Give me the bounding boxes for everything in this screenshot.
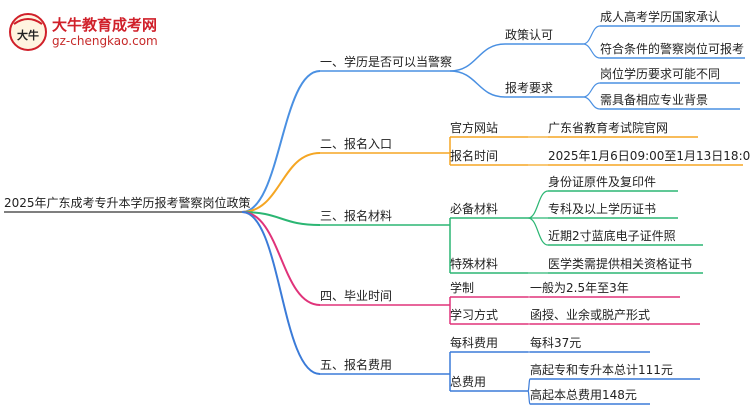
leaf-connector-1-2-1 xyxy=(582,82,601,98)
leaf-1-1-1: 成人高考学历国家承认 xyxy=(600,9,720,24)
subbranch-4-1: 学制 xyxy=(450,280,474,295)
brand-name: 大牛教育成考网 xyxy=(52,16,158,34)
branch-connector-4 xyxy=(241,211,321,306)
subbranch-2-2: 报名时间 xyxy=(450,148,498,163)
subbranch-5-1: 每科费用 xyxy=(450,335,498,350)
leaf-connector-3-1-3 xyxy=(527,217,549,246)
leaf-5-2-1: 高起专和专升本总计111元 xyxy=(530,362,673,377)
root-node: 2025年广东成考专升本学历报考警察岗位政策 xyxy=(4,195,251,210)
leaf-connector-1-2-2 xyxy=(582,96,601,110)
branch-connector-3 xyxy=(241,211,321,226)
leaf-3-1-2: 专科及以上学历证书 xyxy=(548,201,656,216)
branch-connector-2 xyxy=(241,152,321,213)
subbranch-4-2: 学习方式 xyxy=(450,307,498,322)
logo-mark-text: 大牛 xyxy=(17,28,39,42)
leaf-connector-5-2-2 xyxy=(527,390,531,405)
leaf-4-1-1: 一般为2.5年至3年 xyxy=(530,280,629,295)
branch-5: 五、报名费用 xyxy=(320,357,392,372)
leaf-5-1-1: 每科37元 xyxy=(530,335,581,350)
subbranch-1-1: 政策认可 xyxy=(505,28,553,42)
branch-1: 一、学历是否可以当警察 xyxy=(320,54,452,69)
subbranch-3-1: 必备材料 xyxy=(450,202,498,216)
site-logo: 大牛 大牛教育成考网 gz-chengkao.com xyxy=(8,12,178,52)
leaf-3-1-3: 近期2寸蓝底电子证件照 xyxy=(548,228,676,243)
subbranch-3-2: 特殊材料 xyxy=(450,256,498,271)
subbranch-1-2: 报考要求 xyxy=(505,80,553,95)
brand-url: gz-chengkao.com xyxy=(52,34,158,48)
branch-connector-1 xyxy=(241,70,321,213)
leaf-3-1-1: 身份证原件及复印件 xyxy=(548,174,656,189)
leaf-1-1-2: 符合条件的警察岗位可报考 xyxy=(600,41,744,56)
subbranch-connector-1-2 xyxy=(449,70,506,98)
leaf-connector-3-1-1 xyxy=(527,190,549,219)
leaf-3-2-1: 医学类需提供相关资格证书 xyxy=(548,256,692,271)
leaf-connector-1-1-2 xyxy=(582,43,601,59)
branch-3: 三、报名材料 xyxy=(320,208,392,223)
leaf-4-2-1: 函授、业余或脱产形式 xyxy=(530,307,650,322)
branch-2: 二、报名入口 xyxy=(320,136,392,151)
branch-connector-5 xyxy=(241,211,321,375)
leaf-connector-1-1-1 xyxy=(582,25,601,45)
branch-4: 四、毕业时间 xyxy=(320,289,392,303)
leaf-2-1-1: 广东省教育考试院官网 xyxy=(548,120,668,135)
leaf-2-2-1: 2025年1月6日09:00至1月13日18:00 xyxy=(548,149,750,163)
subbranch-2-1: 官方网站 xyxy=(450,120,498,135)
logo-mark-icon: 大牛 xyxy=(9,13,47,51)
subbranch-5-2: 总费用 xyxy=(450,375,486,389)
leaf-5-2-2: 高起本总费用148元 xyxy=(530,387,637,402)
leaf-1-2-2: 需具备相应专业背景 xyxy=(600,92,708,107)
subbranch-connector-1-1 xyxy=(449,43,506,72)
leaf-1-2-1: 岗位学历要求可能不同 xyxy=(600,66,720,81)
